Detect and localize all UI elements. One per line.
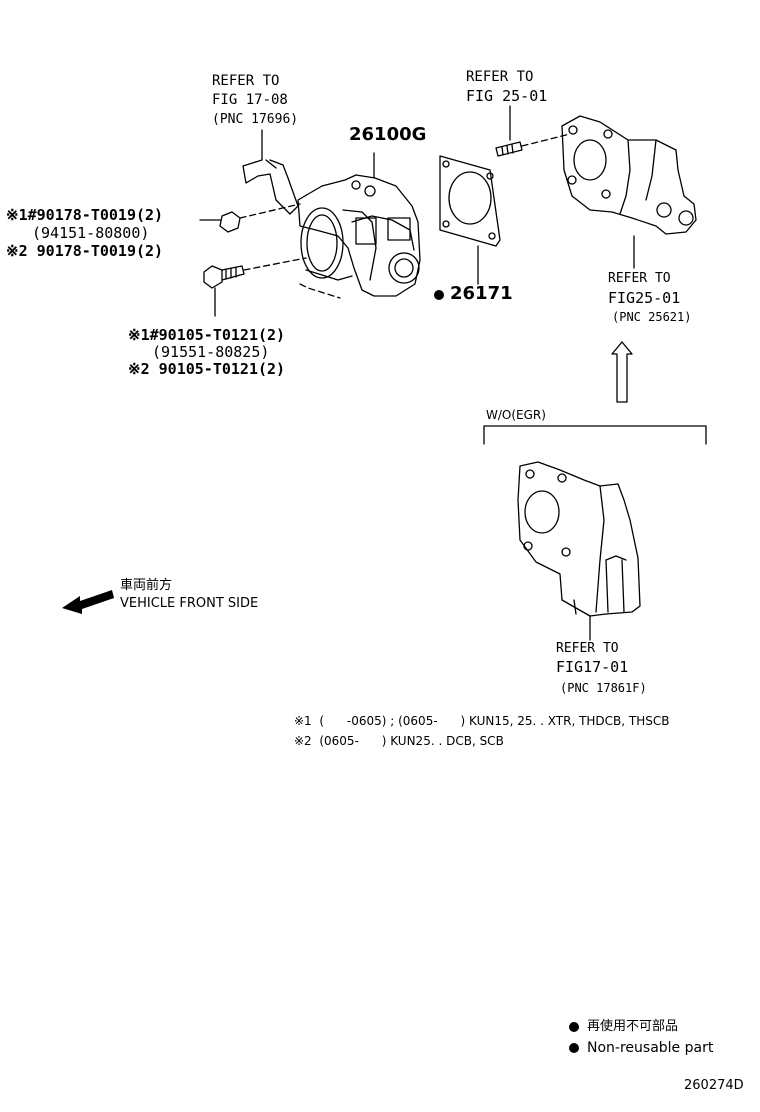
bolt-part-number-1: ※1#90105-T0121(2) (128, 326, 286, 344)
figure-id: 260274D (684, 1078, 744, 1093)
vehicle-front-arrow-icon (62, 590, 114, 614)
legend-dot-en-icon (569, 1043, 579, 1053)
refer-top-left-line2: FIG 17-08 (212, 92, 288, 108)
legend-en: Non-reusable part (587, 1040, 714, 1056)
variant-bracket (483, 425, 707, 445)
intake-elbow-no-egr-part (517, 461, 641, 641)
throttle-body-part-number: 26100G (349, 124, 427, 145)
footnote-2: ※2 (0605- ) KUN25. . DCB, SCB (294, 734, 504, 748)
refer-top-left-line1: REFER TO (212, 73, 280, 89)
intake-elbow-egr-part (561, 115, 697, 269)
legend-jp: 再使用不可部品 (587, 1019, 679, 1034)
bracket-part (242, 129, 299, 215)
non-reusable-dot-icon (434, 290, 444, 300)
nut-part-number-2: ※2 90178-T0019(2) (6, 242, 164, 260)
refer-bottom-line2: FIG17-01 (556, 658, 629, 676)
footnote-1: ※1 ( -0605) ; (0605- ) KUN15, 25. . XTR,… (294, 714, 670, 728)
gasket-part-number: 26171 (450, 283, 513, 304)
refer-mid-right-line2: FIG25-01 (608, 289, 681, 307)
stud-bolt-part (495, 105, 571, 157)
bolt-part-number-alt: (91551-80825) (152, 343, 270, 361)
refer-mid-right-line3: (PNC 25621) (612, 310, 692, 324)
up-arrow-icon (611, 341, 633, 403)
refer-mid-right-line1: REFER TO (608, 271, 671, 286)
throttle-body-part (297, 174, 421, 297)
front-side-en: VEHICLE FRONT SIDE (120, 596, 259, 611)
bolt-part (203, 257, 341, 317)
legend-dot-jp-icon (569, 1022, 579, 1032)
front-side-jp: 車両前方 (120, 578, 173, 593)
nut-part-number-alt: (94151-80800) (32, 224, 150, 242)
nut-part (199, 203, 301, 233)
refer-top-right-line1: REFER TO (466, 69, 534, 85)
refer-top-left-line3: (PNC 17696) (212, 112, 299, 127)
refer-bottom-line1: REFER TO (556, 641, 619, 656)
nut-part-number-1: ※1#90178-T0019(2) (6, 206, 164, 224)
gasket-part (439, 155, 501, 285)
variant-label: W/O(EGR) (486, 408, 546, 422)
refer-bottom-line3: (PNC 17861F) (560, 681, 647, 695)
bolt-part-number-2: ※2 90105-T0121(2) (128, 360, 286, 378)
refer-top-right-line2: FIG 25-01 (466, 87, 548, 105)
